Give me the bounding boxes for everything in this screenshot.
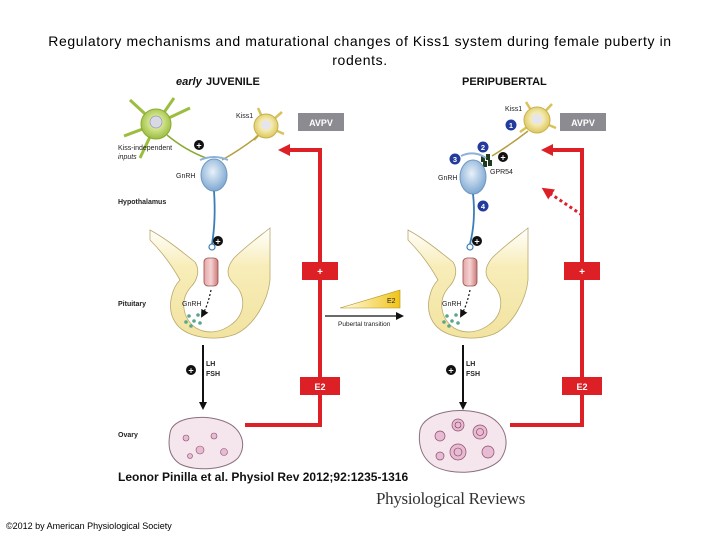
plus-icon: + — [498, 152, 508, 163]
step-badge-3: 3 — [449, 153, 461, 165]
fsh-label-left: FSH — [206, 371, 220, 378]
gpr54-receptor — [481, 154, 492, 167]
e2-box-right: E2 — [562, 377, 602, 395]
svg-text:+: + — [196, 141, 201, 151]
kiss1-label-right: Kiss1 — [505, 106, 522, 113]
citation: Leonor Pinilla et al. Physiol Rev 2012;9… — [118, 470, 409, 484]
plus-box-left: + — [302, 262, 338, 280]
svg-text:4: 4 — [481, 202, 486, 211]
kiss-independent-inputs-label: inputs — [118, 154, 137, 161]
kiss1-neuron-right — [491, 101, 557, 157]
gnrh-pit-label-left: GnRH — [182, 301, 201, 308]
ovary-label: Ovary — [118, 432, 138, 439]
gpr54-label: GPR54 — [490, 169, 513, 176]
pituitary-gland-left — [149, 227, 271, 339]
heading-peripubertal: PERIPUBERTAL — [462, 76, 547, 88]
heading-juvenile: JUVENILE — [206, 76, 260, 88]
pubertal-transition-label: Pubertal transition — [338, 321, 391, 328]
gnrh-neuron-left — [199, 156, 229, 251]
plus-icon: + — [186, 365, 196, 376]
e2-box-left: E2 — [300, 377, 340, 395]
svg-text:+: + — [215, 237, 220, 247]
kiss-independent-neuron — [123, 97, 207, 159]
svg-text:E2: E2 — [314, 382, 325, 392]
svg-text:2: 2 — [481, 143, 485, 152]
right-panel-peripubertal: AVPV + E2 Kiss1 1 2 3 — [407, 101, 606, 473]
gnrh-neuron-right — [459, 152, 487, 251]
svg-text:1: 1 — [509, 121, 513, 130]
svg-text:+: + — [317, 267, 323, 278]
gnrh-label-right: GnRH — [438, 175, 457, 182]
svg-text:+: + — [474, 237, 479, 247]
step-badge-2: 2 — [477, 141, 489, 153]
svg-text:+: + — [500, 153, 505, 163]
copyright: ©2012 by American Physiological Society — [6, 521, 172, 531]
ovary-right — [418, 410, 507, 473]
pituitary-gland-right — [407, 227, 529, 339]
heading-early: early — [176, 76, 203, 88]
svg-text:E2: E2 — [576, 382, 587, 392]
svg-text:+: + — [579, 267, 585, 278]
svg-text:+: + — [188, 366, 193, 376]
lh-label-right: LH — [466, 361, 475, 368]
plus-icon: + — [446, 365, 456, 376]
figure-title: Regulatory mechanisms and maturational c… — [48, 33, 672, 68]
left-panel-juvenile: AVPV + E2 Kiss-independent inputs Kiss1 — [118, 97, 344, 470]
svg-text:AVPV: AVPV — [571, 118, 595, 128]
kiss1-neuron-left — [221, 107, 285, 161]
plus-box-right: + — [564, 262, 600, 280]
svg-text:3: 3 — [453, 155, 457, 164]
plus-icon: + — [472, 236, 482, 247]
hypothalamus-label: Hypothalamus — [118, 199, 166, 206]
gnrh-label-left: GnRH — [176, 173, 195, 180]
svg-text:+: + — [448, 366, 453, 376]
step-badge-4: 4 — [477, 200, 489, 212]
lh-label-left: LH — [206, 361, 215, 368]
plus-icon: + — [213, 236, 223, 247]
kiss1-label-left: Kiss1 — [236, 113, 253, 120]
pubertal-transition: E2 Pubertal transition — [325, 289, 404, 328]
gnrh-pit-label-right: GnRH — [442, 301, 461, 308]
svg-text:AVPV: AVPV — [309, 118, 333, 128]
pituitary-label: Pituitary — [118, 301, 146, 308]
transition-e2-label: E2 — [387, 298, 396, 305]
ovary-left — [168, 416, 243, 470]
plus-icon: + — [194, 140, 204, 151]
fsh-label-right: FSH — [466, 371, 480, 378]
avpv-box-left: AVPV — [298, 113, 344, 131]
journal-logo: Physiological Reviews — [376, 489, 526, 508]
kiss-independent-label: Kiss-independent — [118, 145, 172, 152]
avpv-box-right: AVPV — [560, 113, 606, 131]
step-badge-1: 1 — [505, 119, 517, 131]
